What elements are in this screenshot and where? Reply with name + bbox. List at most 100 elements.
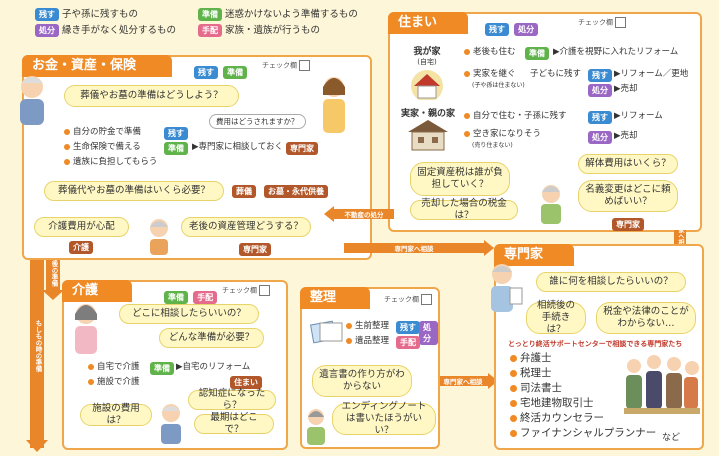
care-check[interactable]: チェック欄 bbox=[222, 285, 270, 296]
bullet-icon bbox=[88, 363, 94, 370]
tag-dispose: 処分 bbox=[419, 321, 438, 345]
check-label: チェック欄 bbox=[262, 61, 297, 70]
aging-arrow bbox=[46, 252, 60, 292]
expert-list-item: 弁護士 bbox=[510, 352, 552, 365]
expert-name: 税理士 bbox=[520, 367, 552, 379]
tag-arrange: 手配 bbox=[396, 336, 420, 349]
parent-item-vacant: 空き家になりそう bbox=[464, 129, 541, 140]
item-text: 実家を継ぐ bbox=[473, 69, 516, 79]
bubble-ending-note: エンディングノートは書いたほうがいい？ bbox=[332, 401, 436, 436]
legend-tag: 処分 bbox=[35, 24, 59, 37]
bullet-icon bbox=[346, 337, 352, 344]
tag-grave: お墓・永代供養 bbox=[264, 185, 328, 198]
arrow-right-icon: ▶ bbox=[614, 111, 621, 121]
expert-list-item: ファイナンシャルプランナー bbox=[510, 427, 656, 440]
my-house-item-inherit: 実家を継ぐ bbox=[464, 69, 516, 80]
legend-text: 家族・遺族が行うもの bbox=[225, 25, 321, 36]
tag-prepare: 準備 bbox=[164, 142, 188, 155]
item-extra: 専門家に相談しておく bbox=[198, 142, 284, 152]
arrow-right-icon: ▶ bbox=[553, 47, 560, 57]
bubble-funeral-need: 葬儀代やお墓の準備はいくら必要？ bbox=[44, 181, 224, 201]
bullet-icon bbox=[64, 143, 70, 150]
arrow-left-head bbox=[324, 206, 334, 222]
arrow-consult-expert-3-label: 専門家へ相談 bbox=[677, 215, 684, 251]
care-home-reform: ▶自宅のリフォーム bbox=[176, 362, 250, 373]
arrow-right-icon: ▶ bbox=[614, 69, 621, 79]
elderly-woman-illustration bbox=[144, 215, 174, 259]
item-extra: リフォーム bbox=[620, 111, 663, 121]
arrow-right-head bbox=[488, 373, 498, 389]
bullet-icon bbox=[510, 369, 517, 377]
emergency-arrow bbox=[30, 252, 44, 448]
emergency-arrow-head bbox=[26, 440, 48, 452]
checkbox[interactable] bbox=[615, 17, 626, 28]
checkbox[interactable] bbox=[299, 60, 310, 71]
house-check[interactable]: チェック欄 bbox=[578, 17, 626, 28]
legend-item-dispose: 処分 縁き手がなく処分するもの bbox=[35, 24, 176, 37]
expert-panel: 専門家 誰に何を相談したらいいの？ 相続後の手続きは？ 税金や法律のことがわから… bbox=[491, 244, 704, 450]
bubble-asset-manage: 老後の資産管理どうする？ bbox=[181, 217, 311, 237]
tag-prepare: 準備 bbox=[525, 47, 549, 60]
money-item-family: 遺族に負担してもらう bbox=[64, 157, 157, 168]
tag-house: 住まい bbox=[230, 376, 262, 389]
aging-arrow-label: 老後の準備 bbox=[50, 254, 58, 287]
my-house-sell: ▶売却 bbox=[614, 84, 638, 95]
expert-name: 司法書士 bbox=[520, 382, 562, 394]
money-check[interactable]: チェック欄 bbox=[262, 60, 310, 71]
money-item-consult: ▶専門家に相談しておく bbox=[192, 142, 283, 153]
legend-text: 子や孫に残すもの bbox=[62, 9, 139, 20]
expert-name: 宅地建物取引士 bbox=[520, 397, 594, 409]
money-item-savings: 自分の貯金で準備 bbox=[64, 127, 141, 138]
bullet-icon bbox=[510, 384, 517, 392]
checkbox[interactable] bbox=[259, 285, 270, 296]
bullet-icon bbox=[464, 130, 470, 137]
tag-keep: 残す bbox=[485, 23, 509, 36]
parent-reform: ▶リフォーム bbox=[614, 111, 663, 122]
arrow-right-icon: ▶ bbox=[192, 142, 199, 152]
arrow-right-icon: ▶ bbox=[614, 131, 621, 141]
bullet-icon bbox=[510, 354, 517, 362]
money-panel: お金・資産・保険 残す 準備 チェック欄 葬儀やお墓の準備はどうしよう？ 費用は… bbox=[20, 55, 372, 260]
tag-funeral: 葬儀 bbox=[232, 185, 256, 198]
experts-group-illustration bbox=[620, 350, 702, 422]
tag-dispose: 処分 bbox=[588, 84, 612, 97]
expert-name: 終活カウンセラー bbox=[520, 412, 604, 424]
house-icon bbox=[406, 68, 448, 104]
legend-item-prepare: 準備 迷惑かけないよう準備するもの bbox=[198, 8, 358, 21]
arrow-right-head bbox=[484, 240, 494, 256]
legend-item-keep: 残す 子や孫に残すもの bbox=[35, 8, 138, 21]
legend-text: 縁き手がなく処分するもの bbox=[62, 25, 177, 36]
item-text: 施設で介護 bbox=[97, 377, 140, 387]
elderly-man-expert-illustration bbox=[484, 258, 524, 322]
parent-house-icon bbox=[404, 118, 452, 156]
check-label: チェック欄 bbox=[578, 18, 613, 27]
elderly-man-illustration bbox=[12, 69, 52, 133]
tag-prepare: 準備 bbox=[150, 362, 174, 375]
check-label: チェック欄 bbox=[384, 295, 419, 304]
item-text: 遺品整理 bbox=[355, 336, 390, 346]
parent-sell: ▶売却 bbox=[614, 131, 638, 142]
checkbox[interactable] bbox=[421, 294, 432, 305]
tidy-item-post: 遺品整理 bbox=[346, 336, 389, 347]
tag-expert: 専門家 bbox=[286, 142, 318, 155]
label-sub: (自宅) bbox=[417, 58, 437, 66]
tag-care: 介護 bbox=[69, 241, 93, 254]
label-text: 我が家 bbox=[413, 47, 441, 57]
item-text: 空き家になりそう bbox=[473, 129, 542, 139]
bullet-icon bbox=[510, 399, 517, 407]
care-panel-title: 介護 bbox=[62, 280, 132, 302]
care-tags: 準備 手配 bbox=[164, 285, 218, 304]
money-tags: 残す 準備 bbox=[194, 60, 248, 79]
item-text: 自分の貯金で準備 bbox=[73, 127, 142, 137]
bubble-preparation: どんな準備が必要？ bbox=[159, 328, 264, 348]
item-sub: (売り住まない) bbox=[472, 142, 513, 149]
bubble-facility-cost: 施設の費用は？ bbox=[80, 403, 152, 426]
bullet-icon bbox=[464, 70, 470, 77]
tag-prepare: 準備 bbox=[223, 66, 248, 79]
bubble-where-consult: どこに相談したらいいの？ bbox=[119, 304, 259, 324]
tidy-check[interactable]: チェック欄 bbox=[384, 294, 432, 305]
arrow-consult-expert-1: 専門家へ相談 bbox=[344, 243, 484, 253]
tag-expert: 専門家 bbox=[612, 218, 644, 231]
parent-house-label: 実家・親の家 bbox=[400, 109, 455, 119]
bullet-icon bbox=[464, 112, 470, 119]
